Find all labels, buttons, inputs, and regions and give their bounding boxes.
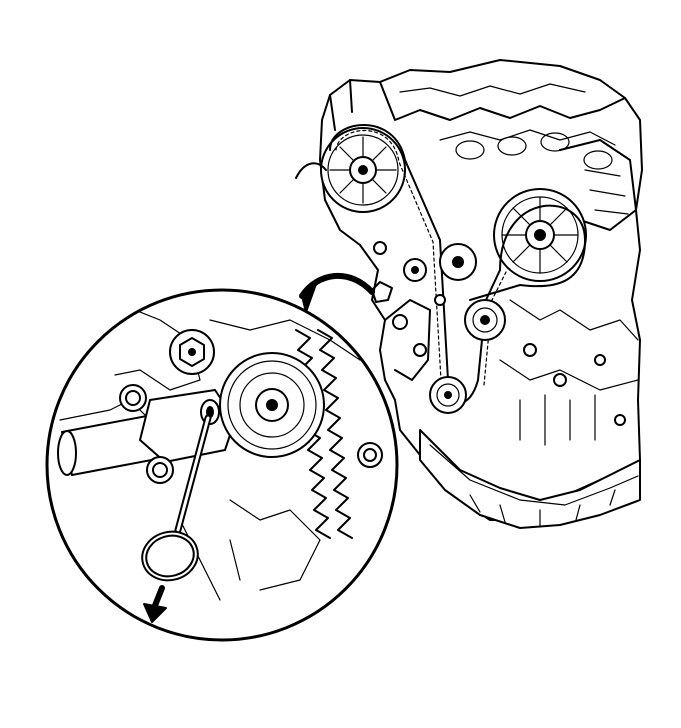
idler-pulley-upper [439,243,477,281]
bracket-outline-lower [229,499,321,591]
tensioner-pin-location [371,281,393,303]
engine-assembly [295,59,643,529]
valve-cover-edge [329,79,626,131]
intake-port-1 [455,140,485,160]
right-mounting-bolt [357,442,383,468]
intake-runners [439,129,616,146]
idler-pulley-left [403,258,427,282]
tensioner-detail-view [45,288,399,642]
head-fins [584,169,629,215]
block-rib-1 [509,299,639,341]
right-camshaft-sprocket [493,188,587,282]
intake-port-3 [540,132,570,152]
water-pump-housing [384,299,431,381]
upper-mounting-bolt [169,329,215,375]
removal-direction-arrow [143,585,167,623]
left-camshaft-sprocket [320,127,406,213]
right-head [559,139,637,231]
tensioner-pulley [464,299,506,341]
lower-mounting-bolt [146,456,174,484]
timing-belt [329,124,586,404]
belt-teeth-right [483,271,507,386]
block-rib-2 [499,359,639,391]
intake-port-2 [497,136,527,156]
crankshaft-sprocket [429,376,467,414]
retaining-pin [141,414,212,582]
belt-teeth-detail-outer [317,329,353,539]
oil-pan-ribs [469,489,616,527]
detail-callout-arrow [299,273,375,313]
left-mounting-bolt [119,384,147,412]
cover-ridge [399,83,586,97]
bracket-outline-upper [109,299,201,391]
breather-hose [295,162,327,179]
casting-lines [179,519,241,601]
intake-port-4 [583,150,613,170]
block-bolts [373,241,626,426]
cover-edge [209,319,361,361]
block-webs [519,394,596,446]
oil-pan-flange [429,444,639,506]
tensioner-pulley-detail [219,352,325,458]
